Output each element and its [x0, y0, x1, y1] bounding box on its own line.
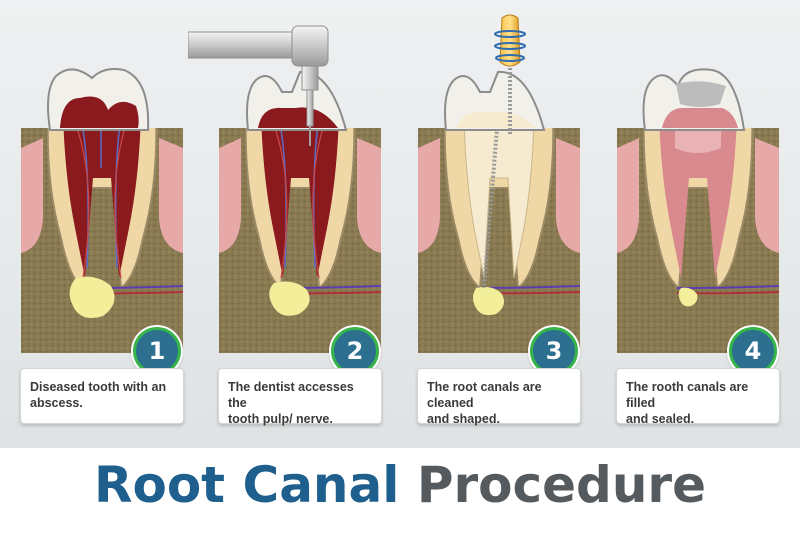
title-part-1: Root Canal	[93, 456, 400, 514]
step-1-caption-line1: Diseased tooth with an	[30, 380, 167, 394]
step-4-illustration	[617, 128, 779, 353]
cleaned-tooth-icon	[418, 128, 580, 353]
step-3-caption-line2: and shaped.	[427, 412, 500, 426]
step-3-badge: 3	[530, 327, 578, 375]
step-3-caption-line1: The root canals are cleaned	[427, 380, 542, 410]
step-3-caption: The root canals are cleaned and shaped.	[417, 368, 581, 426]
step-4-caption-line2: and sealed.	[626, 412, 695, 426]
filled-tooth-icon	[617, 128, 779, 353]
step-1-caption-line2: abscess.	[30, 396, 83, 410]
step-2-caption-line2: tooth pulp/ nerve.	[228, 412, 333, 426]
step-1-caption: Diseased tooth with an abscess.	[20, 368, 184, 424]
step-3-illustration	[418, 128, 580, 353]
step-4-caption-line1: The rooth canals are filled	[626, 380, 749, 410]
title-part-2: Procedure	[416, 456, 706, 514]
step-2-illustration	[219, 128, 381, 353]
step-2-caption-line1: The dentist accesses the	[228, 380, 354, 410]
step-4-caption: The rooth canals are filled and sealed.	[616, 368, 780, 426]
dental-drill-icon	[188, 25, 329, 146]
step-2-caption: The dentist accesses the tooth pulp/ ner…	[218, 368, 382, 426]
step-1-illustration	[21, 128, 183, 353]
accessed-tooth-icon	[219, 128, 381, 353]
diseased-tooth-icon	[21, 128, 183, 353]
root-canal-file-icon	[494, 14, 526, 134]
tooth-crowns	[47, 68, 746, 131]
page-title: Root Canal Procedure	[0, 452, 800, 518]
